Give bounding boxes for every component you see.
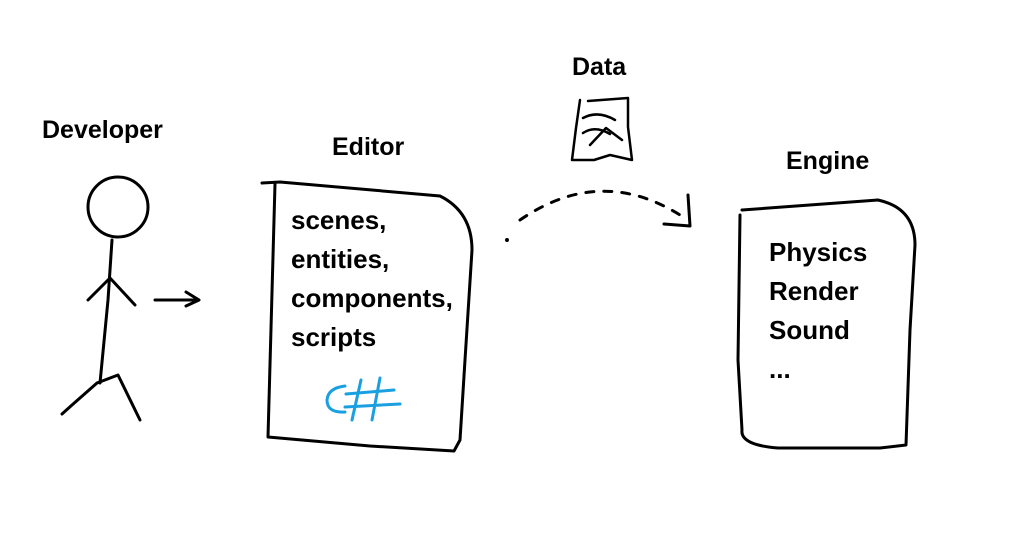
data-flow-arrowhead [662, 193, 692, 228]
editor-label: Editor [332, 133, 405, 161]
engine-item-sound: Sound [769, 315, 850, 345]
paper-sheet-icon [570, 96, 634, 162]
engine-item-physics: Physics [769, 237, 868, 267]
editor-item-scenes: scenes, [291, 205, 387, 235]
engine-item-render: Render [769, 276, 859, 306]
data-flow-arrow [518, 189, 682, 222]
editor-item-entities: entities, [291, 244, 390, 274]
editor-item-components: components, [291, 283, 453, 313]
stick-figure-icon [60, 175, 150, 422]
csharp-logo-icon [325, 376, 402, 422]
data-label: Data [572, 53, 627, 81]
figure-head [86, 175, 150, 239]
engine-box-outline [736, 198, 917, 450]
figure-legs [60, 373, 142, 422]
editor-item-scripts: scripts [291, 322, 377, 352]
developer-to-editor-arrow [153, 290, 201, 308]
engine-item-list: Physics Render Sound ... [769, 233, 867, 389]
engine-label: Engine [786, 147, 870, 175]
stray-dot [505, 238, 509, 242]
figure-body [98, 238, 114, 385]
editor-item-list: scenes, entities, components, scripts [291, 201, 453, 357]
editor-box-outline [260, 180, 474, 453]
figure-arms [86, 276, 137, 307]
developer-label: Developer [42, 116, 163, 144]
engine-item-more: ... [769, 354, 791, 384]
